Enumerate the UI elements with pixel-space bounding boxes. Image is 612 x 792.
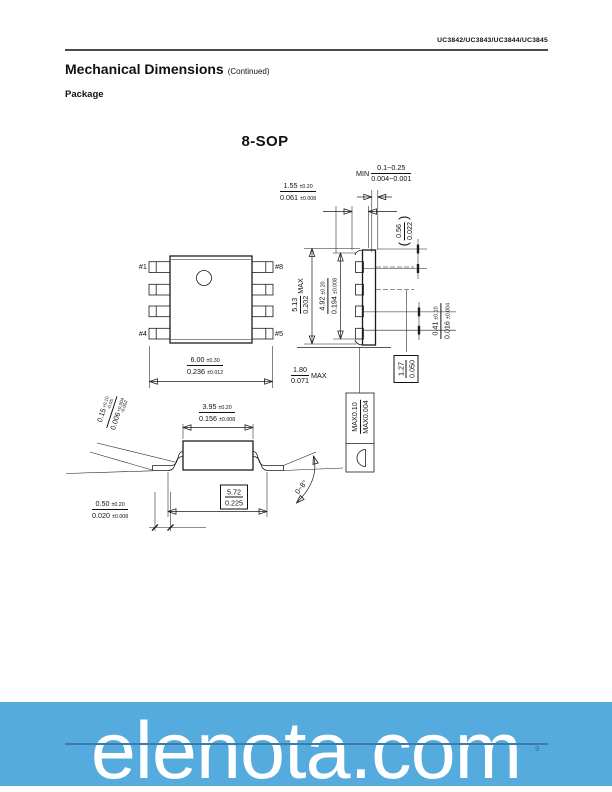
dim-body-depth-lines xyxy=(183,424,253,439)
dim-body-width-lines xyxy=(333,253,356,339)
header-rule xyxy=(65,49,548,51)
dim-lead-thickness-lines xyxy=(364,239,427,279)
package-subtitle: Package xyxy=(65,89,104,100)
package-name: 8-SOP xyxy=(241,133,289,150)
pin-label-4: #4 xyxy=(138,329,147,338)
dim-lead-width-lines xyxy=(364,302,456,340)
dim-overall-width-lines xyxy=(150,346,273,388)
doc-number: UC3842/UC3843/UC3844/UC3845 xyxy=(437,37,548,44)
watermark-banner: elenota.com xyxy=(0,702,612,786)
section-title: Mechanical Dimensions(Continued) xyxy=(65,61,270,77)
dim-lead-span-lines xyxy=(168,472,267,517)
watermark-text: elenota.com xyxy=(90,705,522,787)
section-title-text: Mechanical Dimensions xyxy=(65,61,224,77)
dim-standoff-min-lines xyxy=(357,190,392,252)
dim-foot-length-lines xyxy=(149,492,206,531)
top-view xyxy=(148,255,274,344)
seating-plane-side xyxy=(297,347,391,393)
dim-lead-length-lines xyxy=(323,206,397,253)
continued-label: (Continued) xyxy=(227,67,270,76)
footer-rule xyxy=(65,743,548,745)
dim-standoff-lines xyxy=(89,442,176,471)
pin-label-5: #5 xyxy=(275,329,284,338)
coplanarity-box xyxy=(345,392,375,473)
front-view xyxy=(65,440,344,503)
pin-label-8: #8 xyxy=(275,262,284,271)
pin-label-1: #1 xyxy=(138,262,147,271)
dim-body-width-max-lines xyxy=(304,249,360,345)
page-number: 9 xyxy=(535,744,540,753)
side-view xyxy=(354,249,414,346)
